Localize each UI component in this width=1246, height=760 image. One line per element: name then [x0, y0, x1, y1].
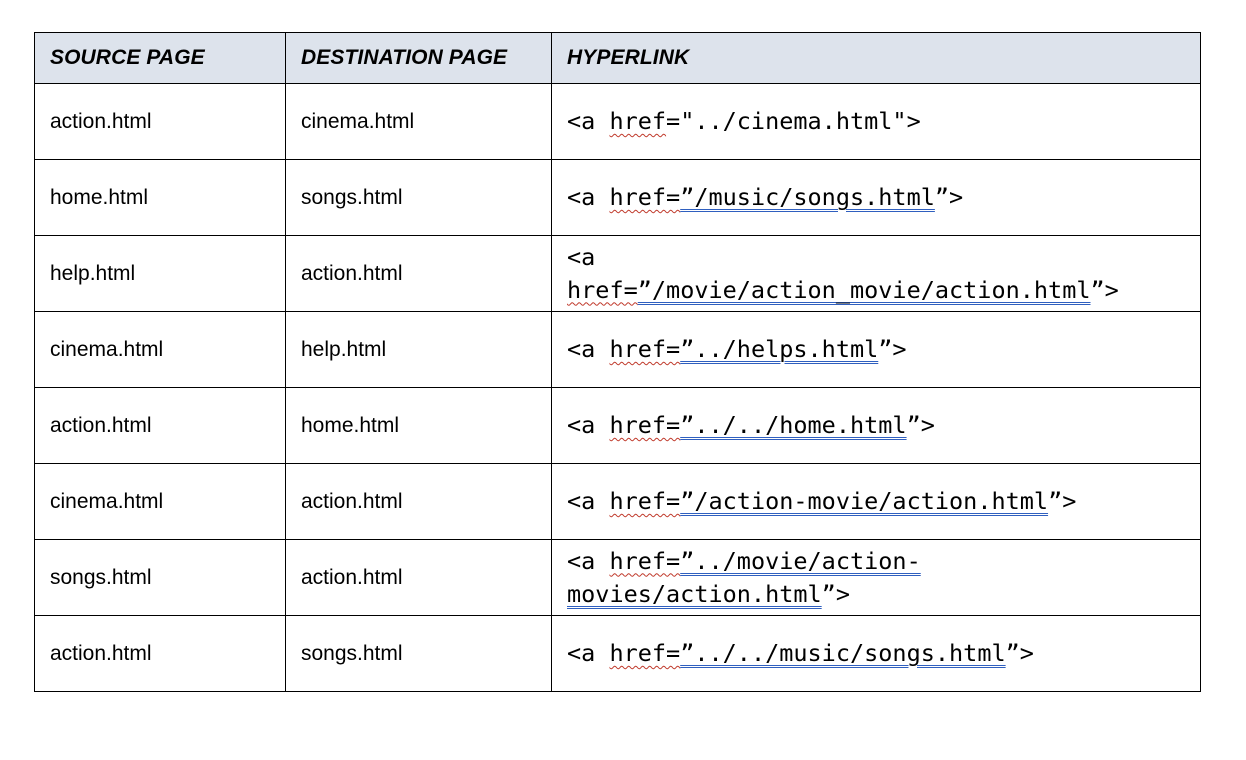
href-attribute: href=	[609, 411, 681, 439]
hyperlink-cell: <a href=”../../home.html”>	[551, 387, 1201, 464]
tag-open: <a	[567, 242, 596, 271]
table-row: cinema.html help.html <a href=”../helps.…	[34, 311, 1201, 388]
destination-page-cell: help.html	[285, 311, 552, 388]
tag-close: ”>	[1090, 275, 1119, 304]
href-value: ="../cinema.html"	[666, 107, 907, 135]
tag-close: ”>	[1005, 639, 1034, 667]
header-source-page: SOURCE PAGE	[34, 32, 286, 84]
hyperlink-table: SOURCE PAGE DESTINATION PAGE HYPERLINK a…	[34, 32, 1201, 692]
hyperlink-cell: <a href=”/music/songs.html”>	[551, 159, 1201, 236]
source-page-cell: cinema.html	[34, 463, 286, 540]
destination-page-cell: home.html	[285, 387, 552, 464]
destination-page-cell: songs.html	[285, 159, 552, 236]
destination-page-cell: action.html	[285, 235, 552, 312]
href-value: ”../../music/songs.html	[680, 639, 1006, 667]
source-page-cell: action.html	[34, 387, 286, 464]
href-value: ”../../home.html	[680, 411, 907, 439]
table-header-row: SOURCE PAGE DESTINATION PAGE HYPERLINK	[34, 32, 1201, 84]
destination-page-cell: songs.html	[285, 615, 552, 692]
href-attribute: href=	[609, 335, 681, 363]
href-attribute: href	[609, 107, 667, 135]
href-value: ”../helps.html	[680, 335, 879, 363]
source-page-cell: action.html	[34, 83, 286, 160]
source-page-cell: action.html	[34, 615, 286, 692]
href-value: ”/action-movie/action.html	[680, 487, 1049, 515]
href-attribute: href=	[609, 546, 681, 575]
tag-close: >	[906, 107, 921, 135]
href-value: ”../movie/action- movies/action.html	[567, 546, 921, 608]
tag-close: ”>	[821, 579, 850, 608]
table-row: action.html cinema.html <a href="../cine…	[34, 83, 1201, 160]
table-row: help.html action.html <a href=”/movie/ac…	[34, 235, 1201, 312]
header-destination-page: DESTINATION PAGE	[285, 32, 552, 84]
tag-open: <a	[567, 183, 610, 211]
tag-open: <a	[567, 335, 610, 363]
source-page-cell: home.html	[34, 159, 286, 236]
destination-page-cell: cinema.html	[285, 83, 552, 160]
source-page-cell: songs.html	[34, 539, 286, 616]
table-row: action.html home.html <a href=”../../hom…	[34, 387, 1201, 464]
hyperlink-cell: <a href=”../helps.html”>	[551, 311, 1201, 388]
hyperlink-cell: <a href=”../movie/action- movies/action.…	[551, 539, 1201, 616]
tag-open: <a	[567, 639, 610, 667]
href-value: ”/music/songs.html	[680, 183, 935, 211]
tag-close: ”>	[1048, 487, 1077, 515]
source-page-cell: help.html	[34, 235, 286, 312]
hyperlink-cell: <a href=”../../music/songs.html”>	[551, 615, 1201, 692]
tag-close: ”>	[934, 183, 964, 211]
tag-close: ”>	[878, 335, 907, 363]
tag-open: <a	[567, 107, 610, 135]
source-page-cell: cinema.html	[34, 311, 286, 388]
tag-open: <a	[567, 546, 610, 575]
destination-page-cell: action.html	[285, 463, 552, 540]
table-row: action.html songs.html <a href=”../../mu…	[34, 615, 1201, 692]
table-row: cinema.html action.html <a href=”/action…	[34, 463, 1201, 540]
href-attribute: href=	[609, 487, 681, 515]
tag-open: <a	[567, 411, 610, 439]
href-attribute: href=	[609, 639, 681, 667]
table-row: songs.html action.html <a href=”../movie…	[34, 539, 1201, 616]
href-attribute: href=	[567, 275, 638, 304]
hyperlink-cell: <a href=”/action-movie/action.html”>	[551, 463, 1201, 540]
table-row: home.html songs.html <a href=”/music/son…	[34, 159, 1201, 236]
destination-page-cell: action.html	[285, 539, 552, 616]
tag-open: <a	[567, 487, 610, 515]
hyperlink-cell: <a href=”/movie/action_movie/action.html…	[551, 235, 1201, 312]
tag-close: ”>	[906, 411, 935, 439]
href-value: ”/movie/action_movie/action.html	[637, 275, 1091, 304]
header-hyperlink: HYPERLINK	[551, 32, 1201, 84]
hyperlink-cell: <a href="../cinema.html">	[551, 83, 1201, 160]
href-attribute: href=	[609, 183, 681, 211]
